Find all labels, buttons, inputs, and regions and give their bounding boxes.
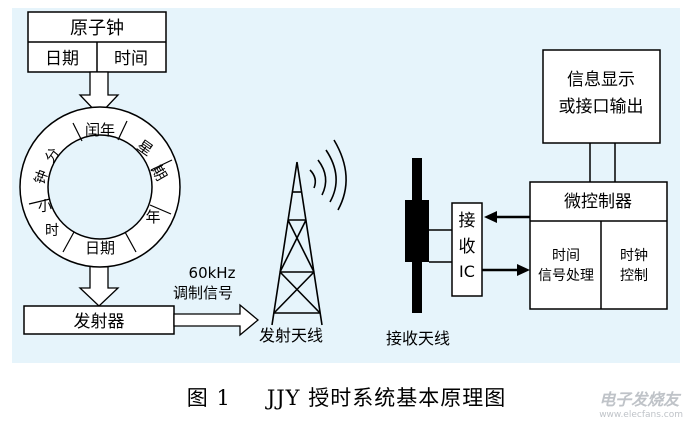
arrow-ring-to-transmitter xyxy=(78,263,120,307)
ring-hour-2: 时 xyxy=(45,223,59,239)
mcu-clock-line2: 控制 xyxy=(620,268,648,284)
figure-number: 图 1 xyxy=(186,386,231,410)
microcontroller-box: 微控制器 时间 信号处理 时钟 控制 xyxy=(529,181,668,310)
receiver-ic-line3: IC xyxy=(459,262,475,281)
atomic-clock-date: 日期 xyxy=(45,49,79,69)
ring-minute-2: 钟 xyxy=(31,168,52,187)
watermark-brand: 电子发烧友 xyxy=(599,390,680,409)
receiver-ic-box xyxy=(451,202,483,297)
watermark-url: www.elecfans.com xyxy=(599,410,683,420)
atomic-clock-title: 原子钟 xyxy=(70,18,124,39)
transmitter-label: 发射器 xyxy=(74,312,125,332)
transmit-antenna-label: 发射天线 xyxy=(259,326,323,345)
figure-caption: 图 1 JJY 授时系统基本原理图 xyxy=(0,382,693,412)
figure-title: JJY 授时系统基本原理图 xyxy=(266,386,507,410)
atomic-clock-box: 原子钟 日期 时间 xyxy=(27,11,167,73)
display-output-line2: 或接口输出 xyxy=(559,97,644,117)
receive-antenna-label: 接收天线 xyxy=(386,329,450,348)
signal-frequency-label: 60kHz xyxy=(189,264,236,282)
arrow-mcu-to-ic-head xyxy=(484,211,497,223)
arrow-transmitter-to-antenna xyxy=(173,303,260,337)
atomic-clock-time: 时间 xyxy=(114,49,148,69)
ring-date: 日期 xyxy=(85,239,115,257)
display-output-line1: 信息显示 xyxy=(567,70,635,90)
ring-leap-year: 闰年 xyxy=(85,121,115,139)
ring-hour-1: 小 xyxy=(38,199,52,215)
mcu-time-line1: 时间 xyxy=(552,248,580,264)
receiver-ic-line2: 收 xyxy=(459,237,476,257)
mcu-clock-line1: 时钟 xyxy=(620,247,648,264)
arrow-ic-to-mcu-head xyxy=(517,264,530,276)
arrow-clock-to-ring xyxy=(78,71,120,116)
receive-antenna xyxy=(405,158,429,313)
ring-year: 年 xyxy=(145,208,160,226)
mcu-time-line2: 信号处理 xyxy=(538,268,594,284)
display-output-box xyxy=(542,49,661,144)
watermark: 电子发烧友 www.elecfans.com xyxy=(599,386,683,420)
receiver-ic-line1: 接 xyxy=(459,211,476,231)
signal-modulation-label: 调制信号 xyxy=(173,284,233,302)
mcu-title: 微控制器 xyxy=(564,192,632,212)
time-ring: 闰年 星 期 年 日期 小 时 分 钟 xyxy=(19,106,181,268)
transmit-antenna-tower xyxy=(271,139,347,326)
